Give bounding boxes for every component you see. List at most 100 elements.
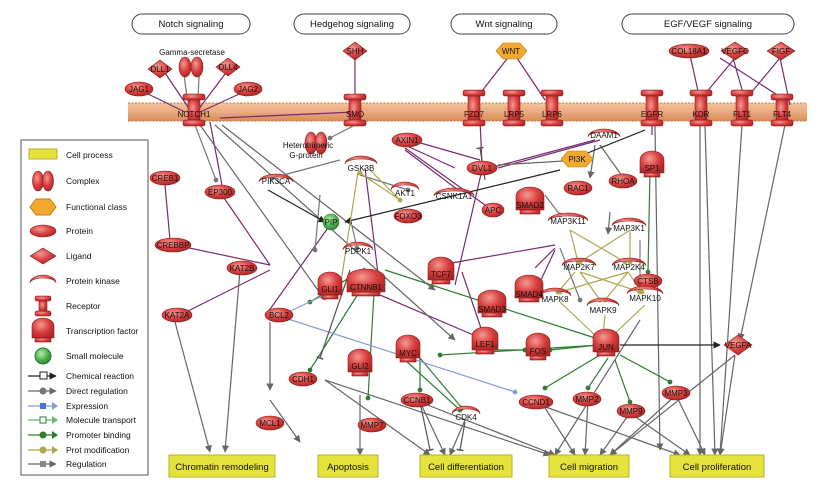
ccnb1-node[interactable] xyxy=(400,392,434,408)
lef1-node[interactable] xyxy=(471,326,499,355)
dll4-node[interactable] xyxy=(215,57,241,77)
mapk9-node[interactable] xyxy=(586,297,620,307)
egfr-receptor[interactable] xyxy=(640,89,664,127)
smad4-node[interactable] xyxy=(514,274,544,303)
daam1-node[interactable] xyxy=(587,128,621,138)
creb1-node[interactable] xyxy=(149,170,181,186)
mcl1-node[interactable] xyxy=(255,415,285,431)
bcl2-node[interactable] xyxy=(264,307,294,323)
legend-direct-regulation-label: Direct regulation xyxy=(66,386,128,396)
wnt-node[interactable] xyxy=(495,42,528,60)
myc-node[interactable] xyxy=(395,334,421,363)
vegfc-node[interactable] xyxy=(720,41,750,61)
cdh1-node[interactable] xyxy=(288,371,318,387)
crebbp-node[interactable] xyxy=(154,237,192,253)
process-migration-box[interactable] xyxy=(548,454,630,478)
process-chromatin-box[interactable] xyxy=(168,454,276,478)
crebbp-label: CREBBP xyxy=(157,241,190,250)
apc-node[interactable] xyxy=(481,202,505,218)
gli1-label: GLI1 xyxy=(321,285,339,294)
map2k4-node[interactable] xyxy=(611,257,647,267)
jag2-label: JAG2 xyxy=(238,85,259,94)
vegfa-node[interactable] xyxy=(723,334,753,356)
fzd7-receptor[interactable] xyxy=(462,89,486,127)
kat2b-label: KAT2B xyxy=(230,264,255,273)
csnk1a1-node[interactable] xyxy=(433,187,475,197)
lef1-label: LEF1 xyxy=(475,340,495,349)
pik3ca-node[interactable] xyxy=(258,173,294,183)
mmp7-node[interactable] xyxy=(357,417,387,433)
ep300-node[interactable] xyxy=(204,184,236,200)
map3k11-label: MAP3K11 xyxy=(550,217,586,226)
map3k1-node[interactable] xyxy=(611,217,647,227)
kdr-receptor[interactable] xyxy=(689,89,713,127)
foxo3-node[interactable] xyxy=(393,208,423,224)
sp1-node[interactable] xyxy=(639,150,665,178)
dvl1-label: DVL1 xyxy=(472,164,493,173)
smad2-label: SMAD2 xyxy=(516,201,544,210)
jun-node[interactable] xyxy=(592,328,620,357)
jag2-node[interactable] xyxy=(233,81,263,97)
lrp6-label: LRP6 xyxy=(542,110,563,119)
flt1-receptor[interactable] xyxy=(730,89,754,127)
dll1-node[interactable] xyxy=(147,59,173,79)
flt4-receptor[interactable] xyxy=(770,93,794,127)
process-apoptosis-label: Apoptosis xyxy=(327,462,369,473)
col18a1-node[interactable] xyxy=(668,43,710,59)
egfr-label: EGFR xyxy=(641,110,663,119)
process-apoptosis-box[interactable] xyxy=(317,454,379,478)
pip-node[interactable] xyxy=(322,213,340,231)
kat2b-node[interactable] xyxy=(226,260,258,276)
smo-label: SMO xyxy=(346,110,364,119)
map3k11-node[interactable] xyxy=(547,212,589,222)
gli2-node[interactable] xyxy=(347,348,373,377)
ccnd1-node[interactable] xyxy=(518,394,554,410)
rac1-node[interactable] xyxy=(563,180,593,196)
legend-promoter-binding-icon xyxy=(28,431,58,439)
tcf7-node[interactable] xyxy=(427,256,455,285)
smo-receptor[interactable] xyxy=(343,93,367,127)
process-proliferation-box[interactable] xyxy=(669,454,765,478)
legend-promoter-binding-label: Promoter binding xyxy=(66,430,131,440)
ccnd1-label: CCND1 xyxy=(522,398,550,407)
figf-node[interactable] xyxy=(766,41,796,61)
pi3k-node[interactable] xyxy=(560,150,594,168)
mmp2-label: MMP2 xyxy=(575,395,599,404)
wnt-label: WNT xyxy=(502,47,520,56)
gamma-secretase-node[interactable] xyxy=(178,56,204,78)
mmp2-node[interactable] xyxy=(572,391,602,407)
mmp3-label: MMP3 xyxy=(664,389,688,398)
kat2a-node[interactable] xyxy=(161,307,193,323)
process-differentiation-box[interactable] xyxy=(419,454,513,478)
mmp9-node[interactable] xyxy=(616,403,646,419)
lrp6-receptor[interactable] xyxy=(540,89,564,127)
pdpk1-node[interactable] xyxy=(342,241,374,251)
cdk4-node[interactable] xyxy=(451,405,481,415)
figf-label: FIGF xyxy=(772,47,790,56)
ctnnb1-node[interactable] xyxy=(346,268,386,297)
shh-label: SHH xyxy=(347,47,364,56)
ep300-label: EP300 xyxy=(208,188,233,197)
lrp5-receptor[interactable] xyxy=(502,89,526,127)
smad2-node[interactable] xyxy=(515,186,545,215)
akt1-node[interactable] xyxy=(390,181,420,191)
notch1-receptor[interactable] xyxy=(182,93,206,127)
legend-ligand-icon xyxy=(29,247,57,265)
gli1-node[interactable] xyxy=(317,271,343,300)
gsk3b-node[interactable] xyxy=(344,155,378,165)
shh-node[interactable] xyxy=(342,41,368,61)
fos-node[interactable] xyxy=(525,332,551,361)
gli2-label: GLI2 xyxy=(351,362,369,371)
pip-label: PIP xyxy=(325,218,338,227)
rhoa-node[interactable] xyxy=(608,173,638,189)
mapk10-node[interactable] xyxy=(626,285,664,295)
smad3-node[interactable] xyxy=(477,289,507,318)
mmp3-node[interactable] xyxy=(661,385,691,401)
jag1-node[interactable] xyxy=(124,81,154,97)
map2k7-node[interactable] xyxy=(561,257,597,267)
axin1-node[interactable] xyxy=(391,132,423,148)
g-protein-complex-node[interactable] xyxy=(304,131,328,155)
mapk8-node[interactable] xyxy=(538,287,572,297)
dvl1-node[interactable] xyxy=(466,160,498,176)
legend-regulation-icon xyxy=(28,460,57,468)
